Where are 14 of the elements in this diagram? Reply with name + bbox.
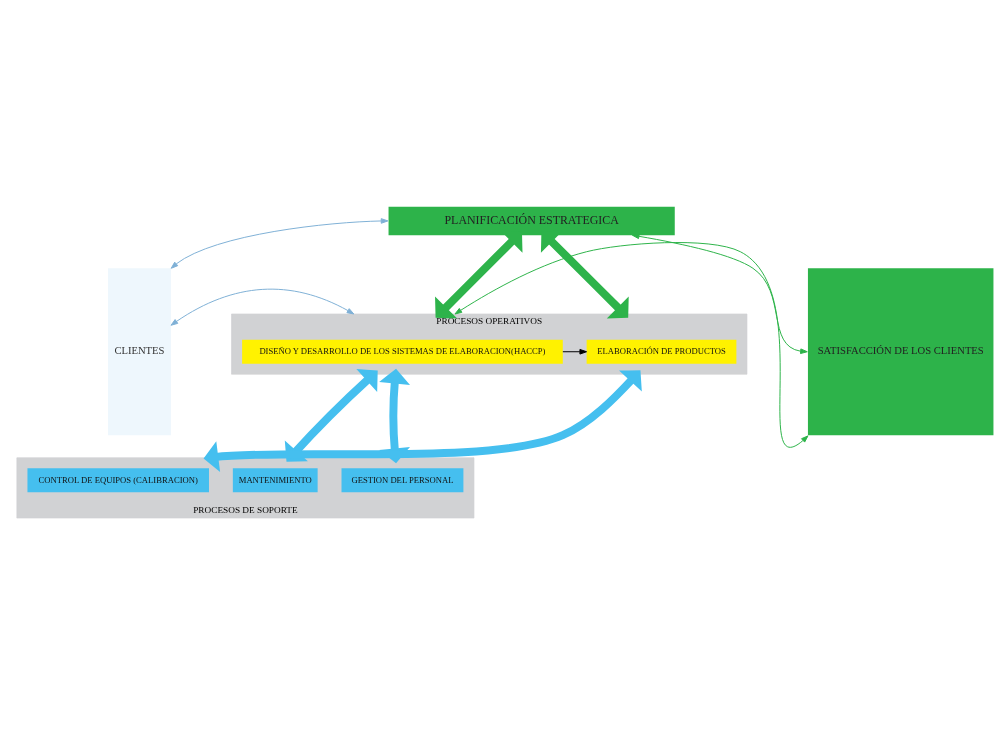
arrow bbox=[631, 233, 808, 354]
node-box: SATISFACCIÓN DE LOS CLIENTES bbox=[807, 267, 994, 435]
node-box: PLANIFICACIÓN ESTRATEGICA bbox=[388, 206, 675, 235]
node-box: MANTENIMIENTO bbox=[232, 467, 318, 492]
node-box: CLIENTES bbox=[107, 267, 171, 435]
node-box: DISEÑO Y DESARROLLO DE LOS SISTEMAS DE ELABORACION(HACCP) bbox=[242, 339, 563, 364]
node-box: ELABORACIÓN DE PRODUCTOS bbox=[586, 339, 737, 364]
arrow bbox=[170, 288, 355, 326]
arrow bbox=[454, 241, 809, 448]
arrow bbox=[170, 217, 389, 269]
arrow bbox=[562, 348, 588, 355]
node-box: GESTION DEL PERSONAL bbox=[341, 467, 464, 492]
arrow bbox=[203, 369, 642, 472]
node-box: CONTROL DE EQUIPOS (CALIBRACION) bbox=[27, 467, 209, 492]
